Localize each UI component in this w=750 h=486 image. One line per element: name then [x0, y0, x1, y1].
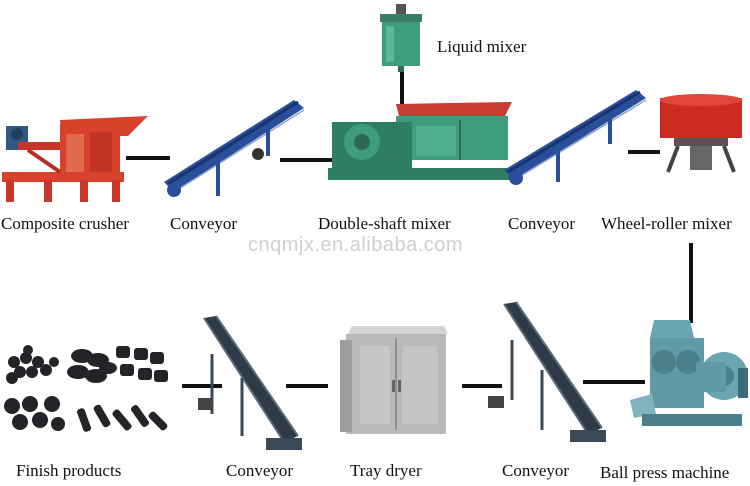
label-conveyor-3: Conveyor: [502, 461, 570, 480]
press-icon: [630, 320, 748, 426]
dryer-icon: [340, 326, 448, 434]
label-conveyor-4: Conveyor: [226, 461, 294, 480]
connector-dryer-conveyor: [286, 384, 328, 388]
connector-press-conveyor: [583, 380, 645, 384]
connector-conveyor-wheel: [628, 150, 660, 154]
connector-conveyor-mixer: [280, 158, 336, 162]
conveyor-icon: [198, 315, 302, 450]
mixer-icon: [328, 102, 514, 180]
label-liquid-mixer: Liquid mixer: [437, 37, 527, 56]
conveyor-icon: [488, 301, 606, 442]
connector-conveyor-products: [182, 384, 222, 388]
connector-conveyor-dryer: [462, 384, 502, 388]
watermark: cnqmjx.en.alibaba.com: [248, 234, 464, 256]
wheel-mixer-icon: [660, 94, 742, 173]
label-double-shaft-mixer: Double-shaft mixer: [318, 214, 451, 233]
label-wheel-roller-mixer: Wheel-roller mixer: [601, 214, 732, 233]
conveyor-icon: [164, 100, 305, 197]
label-conveyor-2: Conveyor: [508, 214, 576, 233]
connector-liquid-mixer: [400, 70, 404, 110]
conveyor-icon: [504, 90, 647, 185]
label-tray-dryer: Tray dryer: [350, 461, 422, 480]
label-composite-crusher: Composite crusher: [1, 214, 129, 233]
label-ball-press-machine: Ball press machine: [600, 463, 730, 482]
label-finish-products: Finish products: [16, 461, 122, 480]
briquette-icon: [4, 345, 168, 432]
crusher-icon: [2, 116, 148, 202]
connector-crusher-conveyor: [126, 156, 170, 160]
connector-wheel-press: [689, 243, 693, 323]
label-conveyor-1: Conveyor: [170, 214, 238, 233]
tank-icon: [380, 4, 422, 72]
